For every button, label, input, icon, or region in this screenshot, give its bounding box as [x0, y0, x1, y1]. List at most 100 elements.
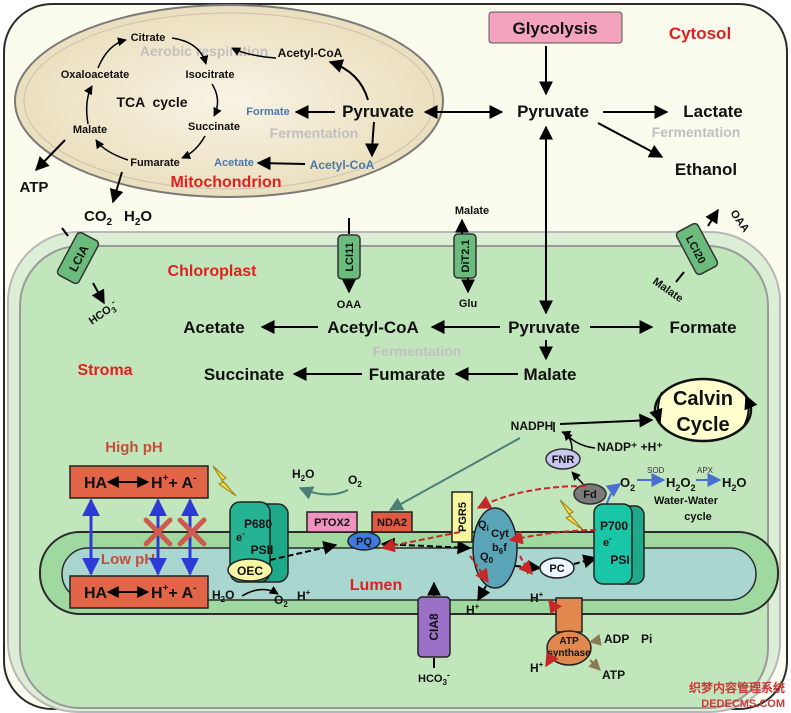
- stroma-acetyl-coa: Acetyl-CoA: [327, 318, 419, 337]
- pi-label: Pi: [641, 632, 652, 646]
- mito-acetate: Acetate: [214, 157, 254, 169]
- nadph-label: NADPH: [511, 419, 554, 433]
- mito-fermentation: Fermentation: [270, 125, 359, 141]
- fnr-label: FNR: [552, 454, 575, 466]
- stroma-acetate: Acetate: [183, 318, 244, 337]
- dit21-transporter: DiT2.1: [453, 233, 477, 279]
- h-a-top: H++ A-: [151, 473, 197, 492]
- stroma-formate: Formate: [669, 318, 736, 337]
- lci11-transporter: LCI11: [337, 234, 361, 280]
- mitochondrion-label: Mitochondrion: [170, 174, 281, 191]
- atp-synthase-label-2: synthase: [547, 648, 591, 659]
- mito-pyruvate: Pyruvate: [342, 102, 414, 121]
- p680-label: P680: [244, 517, 272, 531]
- cia8-label: CIA8: [427, 613, 441, 641]
- atp-label: ATP: [20, 179, 49, 196]
- cytosol-label: Cytosol: [669, 24, 731, 43]
- psii-e-label: e-: [236, 529, 245, 544]
- fd-label: Fd: [583, 489, 596, 501]
- cytosol-lactate: Lactate: [683, 102, 743, 121]
- mito-succinate: Succinate: [188, 121, 240, 133]
- pgr5-box: [451, 491, 473, 543]
- mito-oxaloacetate: Oxaloacetate: [61, 69, 129, 81]
- apx-label: APX: [697, 466, 714, 475]
- cytosol-pyruvate: Pyruvate: [517, 102, 589, 121]
- h2o-psi: H2O: [722, 475, 747, 493]
- cyt-q-label: Qi: [478, 519, 489, 533]
- lci11-label: LCI11: [344, 242, 356, 271]
- nda2-label: NDA2: [377, 517, 407, 529]
- stroma-fumarate: Fumarate: [369, 365, 446, 384]
- low-ph-label: Low pH: [101, 551, 155, 568]
- p700-label: P700: [600, 519, 628, 533]
- cyt-q0-label: Q0: [480, 551, 494, 565]
- o2-left: O2: [274, 593, 288, 609]
- cytosol-fermentation: Fermentation: [652, 124, 741, 140]
- glycolysis-label: Glycolysis: [512, 19, 597, 38]
- stroma-pyruvate: Pyruvate: [508, 318, 580, 337]
- h2o-left: H2O: [212, 588, 234, 604]
- hplus-left: H+: [297, 588, 311, 603]
- mitochondrion-compartment: [14, 4, 444, 198]
- atp-synthase-label-1: ATP: [559, 636, 579, 647]
- ptox2-box: [306, 511, 358, 533]
- sod-label: SOD: [647, 466, 665, 475]
- h2o2-label: H2O2: [666, 475, 696, 493]
- psi-complex: [593, 503, 633, 585]
- mito-acetyl-coa-top: Acetyl-CoA: [278, 46, 343, 60]
- dit21-glu: Glu: [459, 298, 477, 310]
- co2-label: CO2: [84, 208, 113, 228]
- pq-pool: [347, 531, 381, 551]
- cia8-hco3: HCO3-: [418, 670, 450, 687]
- h2o-top: H2O: [292, 467, 314, 483]
- fnr-complex: [545, 448, 581, 470]
- mito-fumarate: Fumarate: [130, 157, 180, 169]
- pc-protein: [539, 557, 575, 579]
- calvin-label-1: Calvin: [673, 388, 733, 410]
- chloroplast-label: Chloroplast: [168, 263, 258, 280]
- pgr5-label: PGR5: [457, 502, 469, 532]
- adp-label: ADP: [604, 632, 629, 646]
- atp-product-label: ATP: [602, 668, 625, 682]
- lci20-transporter: LCI20: [675, 222, 719, 276]
- mito-isocitrate: Isocitrate: [186, 69, 235, 81]
- stroma-fermentation: Fermentation: [373, 343, 462, 359]
- cytosol-ethanol: Ethanol: [675, 160, 737, 179]
- mito-malate: Malate: [73, 124, 107, 136]
- ha-top: HA: [84, 475, 108, 492]
- mito-acetyl-coa-bottom: Acetyl-CoA: [310, 158, 375, 172]
- block-x-icon-1: [143, 517, 173, 547]
- mito-formate: Formate: [246, 106, 289, 118]
- atp-synthase-stalk: [555, 597, 583, 633]
- high-ph-label: High pH: [105, 439, 163, 456]
- water-water-1: Water-Water: [654, 495, 719, 507]
- water-water-2: cycle: [684, 511, 712, 523]
- o2-psi: O2: [620, 475, 635, 493]
- oec-complex: [227, 558, 273, 582]
- watermark-line-1: 织梦内容管理系统: [689, 680, 785, 695]
- stroma-malate: Malate: [524, 365, 577, 384]
- cia8-transporter: [417, 596, 451, 658]
- hplus-atp-bottom: H+: [530, 660, 544, 675]
- psi-label: PSI: [610, 553, 629, 567]
- oec-label: OEC: [237, 564, 263, 578]
- mito-aerobic-respiration: Aerobic respiration: [140, 43, 268, 59]
- lcia-transporter: LCIA: [56, 231, 100, 285]
- psi-e-label: e-: [603, 534, 612, 549]
- pc-label: PC: [549, 563, 564, 575]
- ptox2-label: PTOX2: [314, 517, 350, 529]
- stroma-label: Stroma: [77, 362, 132, 379]
- cyt-b6f-label: b6f: [492, 542, 507, 556]
- psii-label: PSII: [251, 543, 274, 557]
- stroma-succinate: Succinate: [204, 365, 284, 384]
- dit21-label: DiT2.1: [460, 239, 472, 272]
- mito-citrate: Citrate: [131, 32, 166, 44]
- nda2-box: [371, 511, 413, 533]
- ha-bottom: HA: [84, 585, 108, 602]
- hplus-atp-top: H+: [530, 590, 544, 605]
- calvin-label-2: Cycle: [676, 414, 729, 436]
- h-a-bottom: H++ A-: [151, 583, 197, 602]
- glycolysis-box: [488, 11, 623, 44]
- lci11-oaa: OAA: [337, 299, 362, 311]
- nadp-label: NADP⁺ +H⁺: [597, 440, 663, 454]
